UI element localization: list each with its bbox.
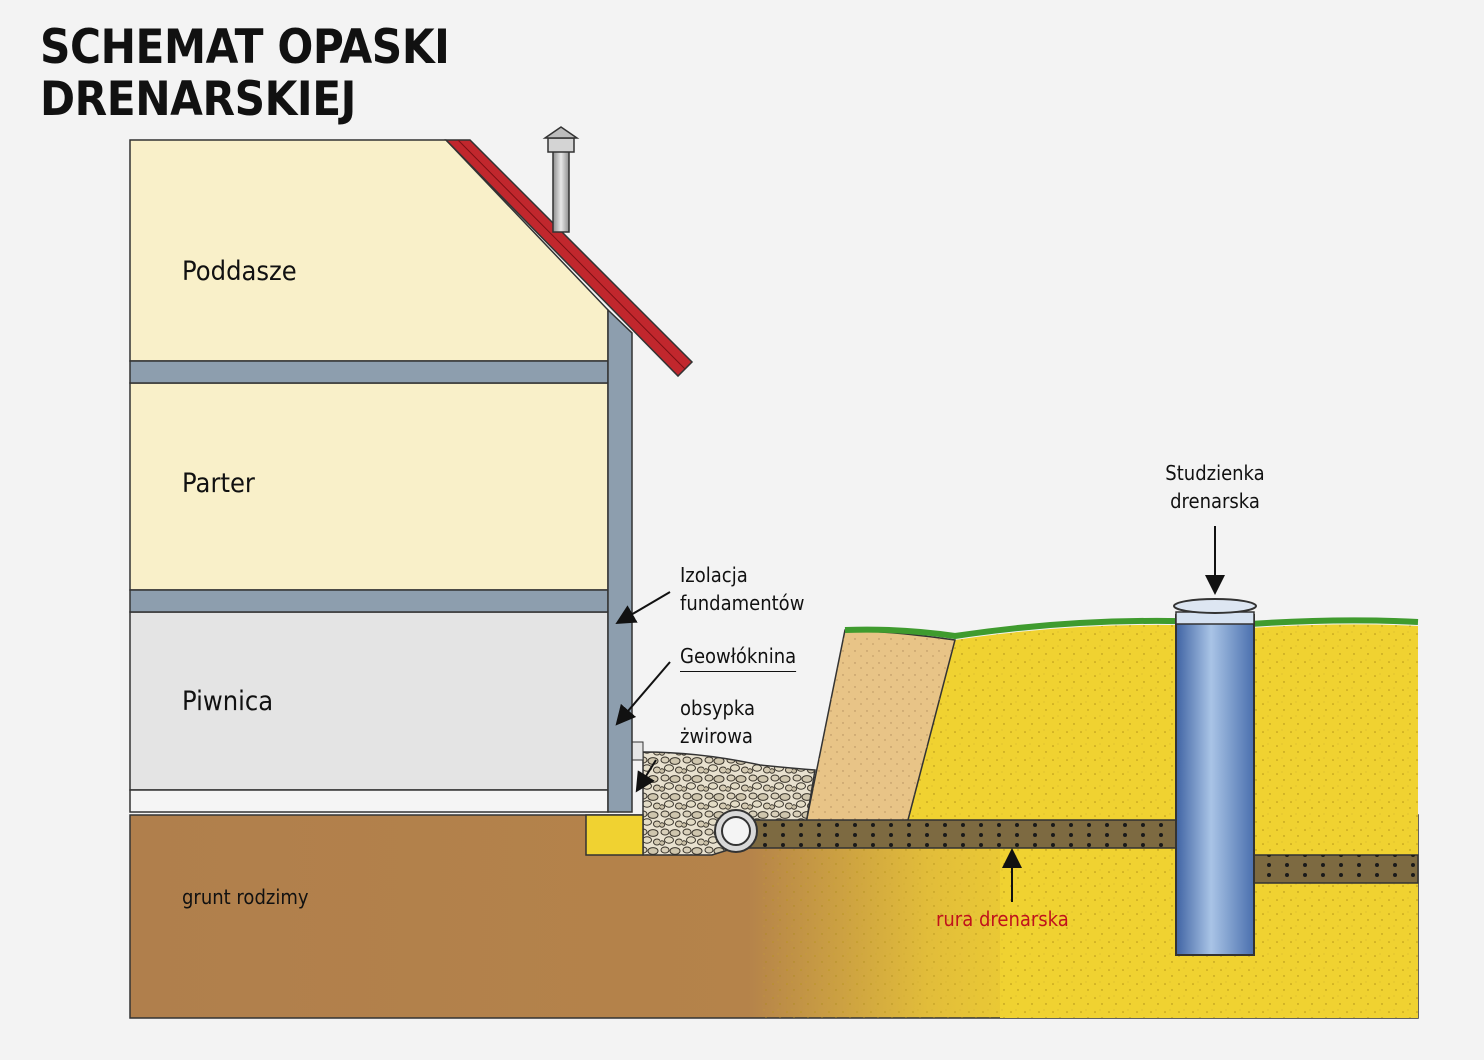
well-label-line-1: Studzienka xyxy=(1165,461,1265,485)
arrow-geotextile-icon xyxy=(615,661,671,726)
roof xyxy=(444,139,694,378)
well-label-line-2: drenarska xyxy=(1170,489,1260,513)
gravel-label: obsypka żwirowa xyxy=(680,694,755,750)
drain-pipe-label: rura drenarska xyxy=(936,907,1069,931)
drainage-well xyxy=(1175,614,1255,956)
geotextile-label-text: Geowłóknina xyxy=(680,644,797,672)
foundation-footing xyxy=(585,814,644,856)
ground-floor-label: Parter xyxy=(182,468,255,499)
arrow-gravel-icon xyxy=(635,759,657,793)
diagram-title: SCHEMAT OPASKI DRENARSKIEJ xyxy=(40,20,450,127)
arrow-insulation-icon xyxy=(615,591,671,625)
gravel-label-line-1: obsypka xyxy=(680,696,756,720)
basement-label: Piwnica xyxy=(182,686,274,717)
well-lid xyxy=(1173,598,1257,614)
attic-space xyxy=(129,139,609,362)
native-soil-label: grunt rodzimy xyxy=(182,885,309,909)
attic-label: Poddasze xyxy=(182,256,297,287)
basement-floor xyxy=(129,789,609,813)
well-label: Studzienka drenarska xyxy=(1139,459,1292,515)
insulation-label: Izolacja fundamentów xyxy=(680,561,804,617)
floor-slab-lower xyxy=(129,589,609,613)
geotextile-label: Geowłóknina xyxy=(680,642,797,672)
insulation-label-line-1: Izolacja xyxy=(680,563,748,587)
basement-space xyxy=(129,611,609,791)
insulation-label-line-2: fundamentów xyxy=(680,591,805,615)
grass-line xyxy=(844,617,1419,640)
chimney-icon xyxy=(542,126,580,233)
ground-floor-space xyxy=(129,382,609,591)
outer-wall xyxy=(607,308,633,813)
title-line-1: SCHEMAT OPASKI xyxy=(40,20,450,75)
gravel-label-line-2: żwirowa xyxy=(680,724,753,748)
floor-slab-upper xyxy=(129,360,609,384)
title-line-2: DRENARSKIEJ xyxy=(40,72,356,127)
